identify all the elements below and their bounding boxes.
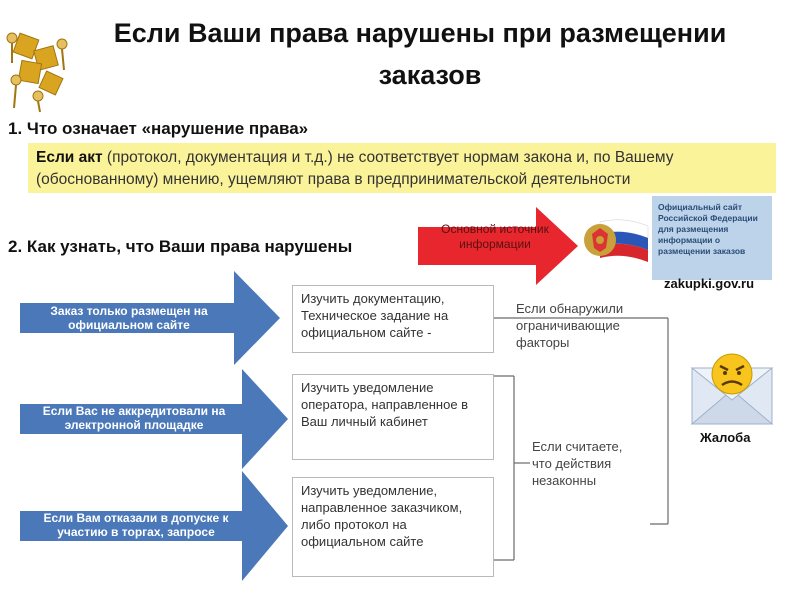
case-label-2: Если Вас не аккредитовали на электронной… — [42, 404, 226, 432]
title-line-2: заказов — [378, 60, 482, 90]
official-site-badge: Официальный сайт Российской Федерации дл… — [652, 196, 772, 280]
note-found-restrictions: Если обнаружили ограничивающие факторы — [516, 301, 624, 350]
step-box-1: Изучить документацию, Техническое задани… — [292, 285, 494, 353]
case-label-3: Если Вам отказали в допуске к участию в … — [43, 511, 229, 539]
title-line-1: Если Ваши права нарушены при размещении — [113, 18, 727, 48]
case-label-1: Заказ только размещен на официальном сай… — [50, 304, 208, 332]
step-box-3: Изучить уведомление, направленное заказч… — [292, 477, 494, 577]
complaint-label: Жалоба — [700, 430, 751, 445]
case-arrow-3 — [20, 471, 288, 581]
case-arrow-1 — [20, 271, 280, 365]
definition-box: Если акт (протокол, документация и т.д.)… — [28, 143, 776, 193]
russian-emblem-flag-icon — [584, 219, 649, 262]
page-title: Если Ваши права нарушены при размещении … — [60, 12, 780, 96]
puzzle-people-icon — [6, 32, 68, 113]
definition-text: (протокол, документация и т.д.) не соотв… — [36, 149, 674, 188]
red-arrow — [418, 207, 578, 285]
note-actions-illegal: Если считаете, что действия незаконны — [532, 439, 623, 488]
angry-face-envelope-icon — [690, 353, 774, 425]
step-box-2: Изучить уведомление оператора, направлен… — [292, 374, 494, 460]
site-domain-link[interactable]: zakupki.gov.ru — [664, 276, 755, 291]
definition-lead: Если акт — [36, 149, 103, 166]
section-2-heading: 2. Как узнать, что Ваши права нарушены — [8, 237, 353, 256]
section-1-heading: 1. Что означает «нарушение права» — [8, 119, 309, 138]
source-arrow-text: Основной источник информации — [441, 222, 549, 251]
case-arrow-2 — [20, 369, 288, 469]
